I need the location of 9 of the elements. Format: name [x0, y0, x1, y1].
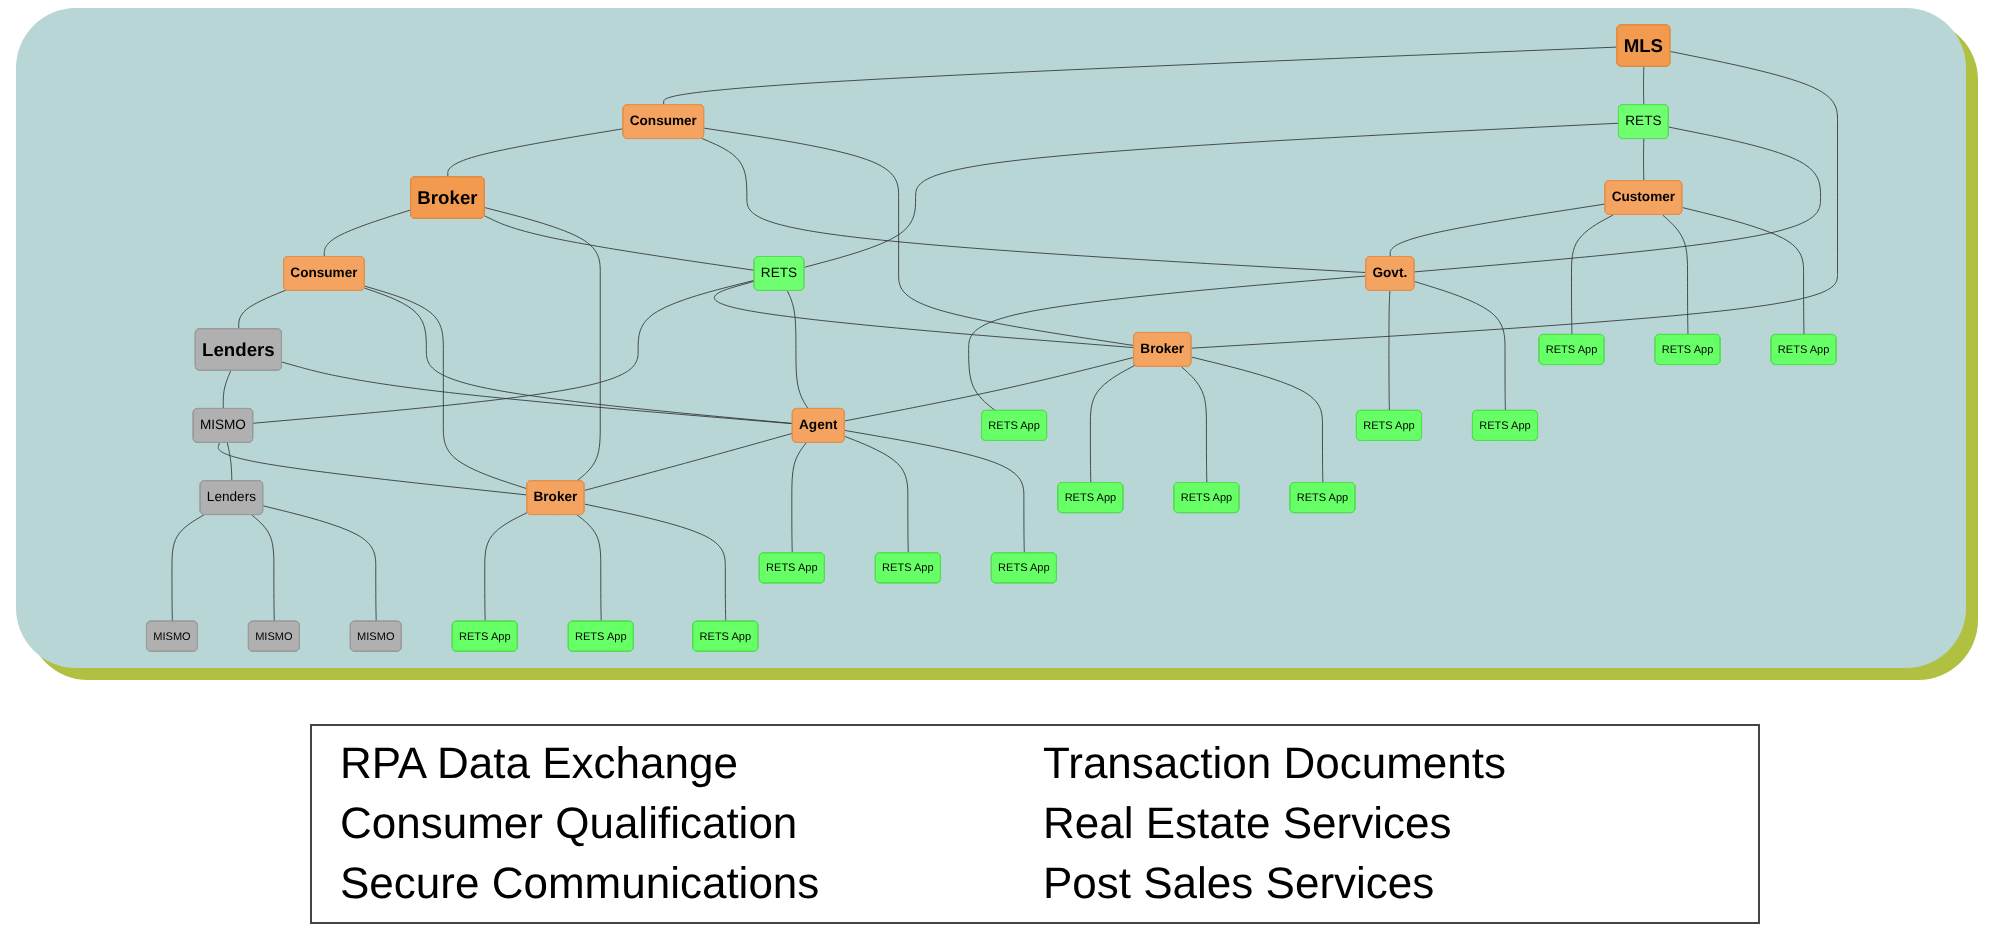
node-box: MLS: [1615, 24, 1670, 67]
node-box: Broker: [409, 176, 484, 219]
legend-text: Consumer Qualification: [338, 796, 800, 852]
legend-text: Real Estate Services: [1041, 796, 1454, 852]
legend-text: Secure Communications: [338, 856, 822, 912]
legend-text: Transaction Documents: [1041, 736, 1509, 792]
node-box: Lenders: [193, 328, 281, 371]
legend-text: RPA Data Exchange: [338, 736, 740, 792]
legend-text: Post Sales Services: [1041, 856, 1437, 912]
